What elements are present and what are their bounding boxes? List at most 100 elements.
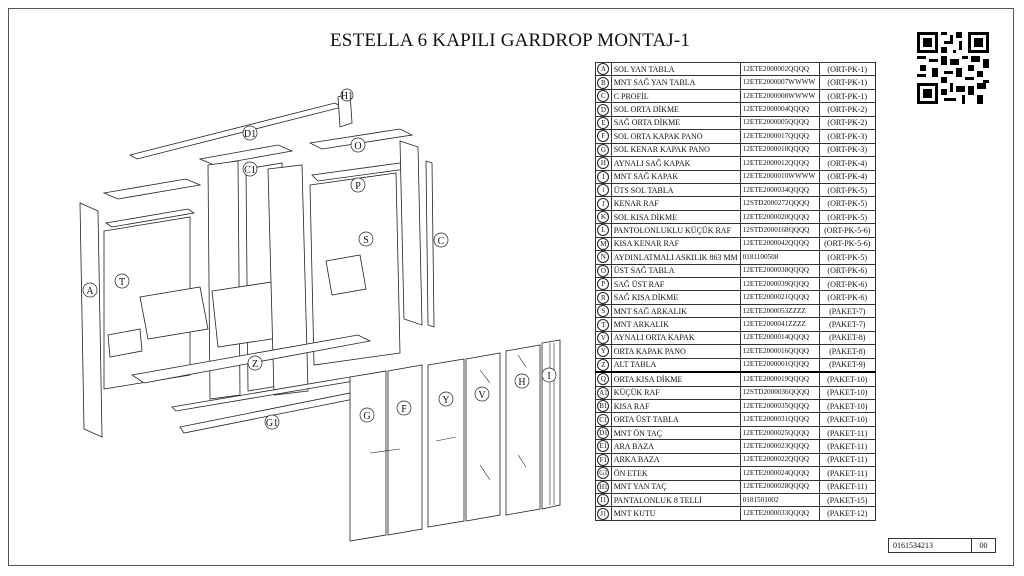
part-letter-cell: H xyxy=(595,156,612,171)
part-package: (PAKET-10) xyxy=(818,371,877,387)
part-letter-cell: C xyxy=(595,88,612,104)
svg-text:F: F xyxy=(401,404,407,415)
left-top-board xyxy=(102,178,202,200)
right-side-panel xyxy=(399,140,423,326)
exploded-assembly-drawing: A D1 H1 C1 O P S C T Z G1 G F Y V H I xyxy=(79,88,561,542)
svg-text:H: H xyxy=(518,377,525,388)
part-code: 12ETE2000018QQQQ xyxy=(739,142,820,158)
part-callout-h1: H1 xyxy=(340,88,354,102)
part-name: SOL ORTA KAPAK PANO xyxy=(610,129,741,144)
part-code: 0181100508 xyxy=(739,250,820,265)
part-package: (ORT-PK-4) xyxy=(818,169,877,184)
part-code: 12ETE2000034QQQQ xyxy=(739,182,820,198)
part-code: 12STD2000272QQQQ xyxy=(739,196,820,211)
part-package: (PAKET-9) xyxy=(818,357,877,373)
part-name: ÖN ETEK xyxy=(610,466,741,481)
part-letter: N xyxy=(597,251,610,264)
left-side-panel xyxy=(79,202,103,438)
part-letter: Y xyxy=(597,345,610,358)
part-callout-i: I xyxy=(541,367,557,383)
part-letter-cell: M xyxy=(595,236,612,252)
part-letter-cell: i xyxy=(595,182,612,198)
part-letter: B xyxy=(597,76,610,89)
part-callout-c: C xyxy=(433,232,449,248)
part-name: KISA KENAR RAF xyxy=(610,236,741,252)
part-letter-cell: O xyxy=(595,263,612,279)
part-package: (PAKET-10) xyxy=(818,398,877,414)
part-letter-cell: F1 xyxy=(595,452,612,468)
svg-text:G: G xyxy=(363,411,370,422)
part-callout-v: V xyxy=(474,386,490,402)
part-letter-cell: G1 xyxy=(595,466,612,481)
trouser-rack xyxy=(139,286,209,340)
part-code: 12ETE2000005QQQQ xyxy=(739,115,820,131)
part-letter: S xyxy=(597,305,610,317)
part-name: MNT SAĞ KAPAK xyxy=(610,169,741,184)
part-code: 12ETE2000017QQQQ xyxy=(739,129,820,144)
part-name: PANTOLONLUKLU KÜÇÜK RAF xyxy=(610,223,741,238)
part-code: 12ETE2000025QQQQ xyxy=(739,425,820,441)
part-callout-g1: G1 xyxy=(264,414,280,430)
middle-top-board xyxy=(198,144,294,166)
door-i xyxy=(541,339,561,510)
part-callout-c1: C1 xyxy=(242,161,258,177)
svg-text:P: P xyxy=(355,181,361,192)
part-name: ORTA KAPAK PANO xyxy=(610,344,741,359)
part-name: C PROFİL xyxy=(610,88,741,104)
c-profile xyxy=(425,160,435,328)
part-letter: J1 xyxy=(597,507,610,520)
part-name: KISA RAF xyxy=(610,398,741,414)
part-letter-cell: D xyxy=(595,102,612,117)
part-letter-cell: I xyxy=(595,169,612,184)
part-letter-cell: E1 xyxy=(595,439,612,454)
part-callout-p: P xyxy=(350,177,366,193)
part-letter-cell: A1 xyxy=(595,385,612,400)
part-code: 12ETE2000014QQQQ xyxy=(739,330,820,346)
part-package: (PAKET-11) xyxy=(818,466,877,481)
part-name: AYNALI SAĞ KAPAK xyxy=(610,156,741,171)
part-package: (ORT-PK-5-6) xyxy=(818,223,877,238)
part-name: ARA BAZA xyxy=(610,439,741,454)
part-package: (PAKET-15) xyxy=(818,492,877,508)
svg-text:O: O xyxy=(354,141,361,152)
svg-text:H1: H1 xyxy=(341,91,353,102)
part-callout-t: T xyxy=(114,273,130,289)
part-code: 12ETE2000007WWWW xyxy=(739,75,820,90)
part-package: (PAKET-11) xyxy=(818,439,877,454)
part-code: 12ETE2000039QQQQ xyxy=(739,276,820,292)
part-package: (PAKET-10) xyxy=(818,412,877,427)
part-code: 12ETE2000023QQQQ xyxy=(739,439,820,454)
part-package: (ORT-PK-2) xyxy=(818,115,877,131)
part-name: ORTA KISA DİKME xyxy=(610,371,741,387)
svg-text:A: A xyxy=(86,286,94,297)
part-package: (PAKET-11) xyxy=(818,452,877,468)
part-package: (ORT-PK-1) xyxy=(818,75,877,90)
part-letter-cell: E xyxy=(595,115,612,131)
part-code: 12ETE2000010WWWW xyxy=(739,169,820,184)
part-name: KÜÇÜK RAF xyxy=(610,385,741,400)
part-code: 12ETE2000028QQQQ xyxy=(739,479,820,495)
part-callout-s: S xyxy=(358,231,374,247)
part-code: 12ETE2000035QQQQ xyxy=(739,398,820,414)
page-title: ESTELLA 6 KAPILI GARDROP MONTAJ-1 xyxy=(330,30,691,51)
part-package: (ORT-PK-5) xyxy=(818,196,877,211)
svg-text:V: V xyxy=(478,390,486,401)
left-shelf xyxy=(104,208,196,228)
right-trouser-rack xyxy=(325,254,367,296)
part-letter: C1 xyxy=(597,413,610,426)
part-letter: E1 xyxy=(597,440,610,453)
part-package: (PAKET-7) xyxy=(818,303,877,319)
part-letter: E xyxy=(597,117,610,129)
part-letter: Z xyxy=(597,359,610,371)
part-letter: F1 xyxy=(597,454,610,466)
part-callout-d1: D1 xyxy=(242,125,258,141)
